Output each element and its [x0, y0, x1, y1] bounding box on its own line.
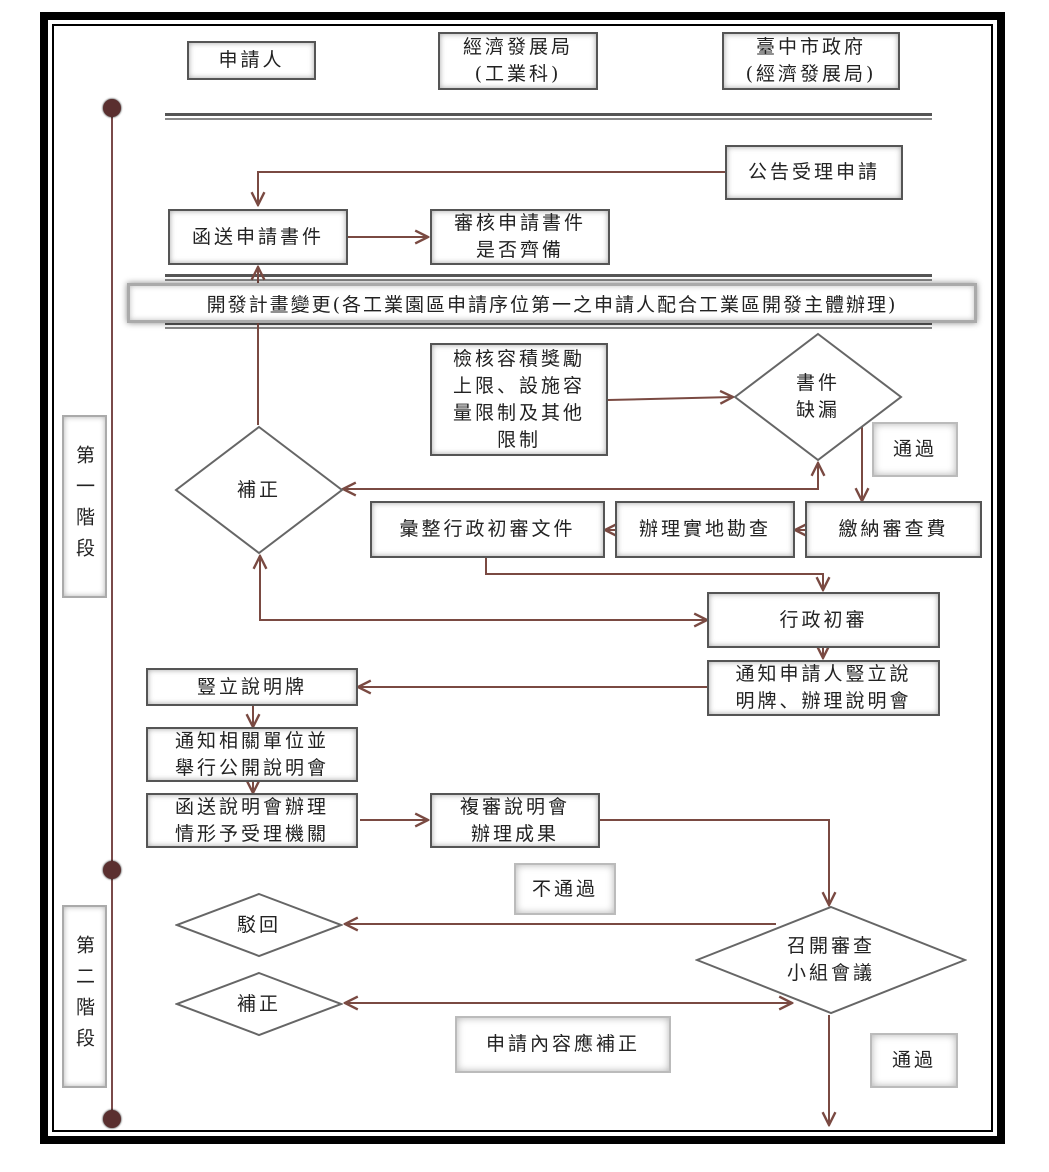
arrow-correct-to-admin	[259, 560, 707, 620]
diamond-committee: 召開審查 小組會議	[695, 905, 967, 1015]
box-pass-2-label: 通過	[891, 1049, 936, 1071]
box-review-docs-label: 審核申請書件 是否齊備	[453, 212, 586, 261]
box-erect-sign: 豎立說明牌	[146, 668, 358, 706]
box-review-meeting: 複審說明會 辦理成果	[430, 793, 600, 848]
diamond-reject: 駁回	[175, 892, 343, 958]
header-bureau-label: 經濟發展局 (工業科)	[462, 36, 573, 85]
box-compile-docs: 彙整行政初審文件	[370, 501, 605, 558]
box-notify-applicant-label: 通知申請人豎立說 明牌、辦理說明會	[735, 663, 912, 712]
divider-banner-top-1	[165, 274, 932, 277]
divider-banner-bottom-2	[165, 327, 932, 329]
box-pass-1: 通過	[872, 422, 958, 477]
banner-plan-change: 開發計畫變更(各工業園區申請序位第一之申請人配合工業區開發主體辦理)	[127, 283, 977, 323]
header-bureau: 經濟發展局 (工業科)	[438, 32, 598, 90]
box-pay-fee: 繳納審查費	[805, 501, 982, 558]
timeline-dot-end	[103, 1110, 121, 1128]
timeline-dot-start	[103, 99, 121, 117]
frame-border-line	[52, 24, 993, 1132]
box-pass-2: 通過	[870, 1033, 958, 1088]
box-notify-units: 通知相關單位並 舉行公開說明會	[146, 727, 358, 782]
stage-2-text: 第二階段	[73, 934, 95, 1059]
box-fail-label: 不通過	[531, 877, 598, 900]
divider-banner-top-2	[165, 279, 932, 281]
divider-top-2	[165, 118, 932, 120]
arrow-missing-to-correct	[343, 463, 819, 489]
stage-1-text: 第一階段	[73, 444, 95, 569]
box-should-correct-label: 申請內容應補正	[485, 1033, 640, 1055]
box-admin-review: 行政初審	[707, 592, 940, 648]
divider-banner-bottom-1	[165, 322, 932, 325]
box-fail: 不通過	[514, 863, 616, 915]
box-announce: 公告受理申請	[725, 145, 903, 200]
header-city: 臺中市政府 (經濟發展局)	[722, 32, 900, 90]
diamond-committee-label: 召開審查 小組會議	[786, 935, 875, 984]
box-admin-review-label: 行政初審	[779, 608, 868, 631]
box-review-docs: 審核申請書件 是否齊備	[430, 209, 610, 265]
diamond-correct-2-label: 補正	[236, 992, 281, 1015]
box-send-meeting-label: 函送說明會辦理 情形予受理機關	[174, 795, 329, 845]
header-city-label: 臺中市政府 (經濟發展局)	[745, 36, 877, 85]
diamond-correct-1: 補正	[174, 425, 344, 555]
header-applicant-label: 申請人	[218, 49, 285, 71]
box-erect-sign-label: 豎立說明牌	[196, 675, 307, 698]
header-applicant: 申請人	[187, 41, 316, 80]
box-should-correct: 申請內容應補正	[455, 1016, 671, 1073]
arrow-review-to-committee	[600, 819, 829, 905]
box-announce-label: 公告受理申請	[747, 161, 880, 183]
box-pass-1-label: 通過	[892, 438, 937, 460]
diamond-missing-docs-label: 書件 缺漏	[795, 372, 840, 421]
box-submit-docs: 函送申請書件	[168, 209, 348, 265]
diamond-correct-1-label: 補正	[236, 478, 281, 501]
arrow-check-to-missing	[607, 397, 733, 400]
arrow-announce-to-submit	[258, 171, 725, 205]
box-check-limits-label: 檢核容積獎勵 上限、設施容 量限制及其他 限制	[452, 347, 585, 451]
box-site-survey: 辦理實地勘查	[615, 501, 795, 558]
box-notify-applicant: 通知申請人豎立說 明牌、辦理說明會	[707, 660, 940, 716]
box-review-meeting-label: 複審說明會 辦理成果	[459, 795, 570, 845]
box-pay-fee-label: 繳納審查費	[838, 518, 949, 540]
box-check-limits: 檢核容積獎勵 上限、設施容 量限制及其他 限制	[430, 343, 608, 456]
timeline-dot-mid	[103, 861, 121, 879]
banner-text: 開發計畫變更(各工業園區申請序位第一之申請人配合工業區開發主體辦理)	[206, 293, 898, 316]
stage-2-label: 第二階段	[62, 905, 107, 1088]
box-site-survey-label: 辦理實地勘查	[638, 518, 771, 540]
diamond-reject-label: 駁回	[236, 913, 281, 936]
box-send-meeting: 函送說明會辦理 情形予受理機關	[146, 793, 358, 848]
arrow-admin-to-correct	[260, 556, 707, 621]
box-compile-docs-label: 彙整行政初審文件	[399, 518, 576, 540]
timeline-line	[111, 108, 113, 1120]
divider-top-1	[165, 113, 932, 116]
box-submit-docs-label: 函送申請書件	[191, 225, 324, 248]
arrow-compile-to-admin	[485, 558, 823, 590]
stage-1-label: 第一階段	[62, 415, 107, 598]
box-notify-units-label: 通知相關單位並 舉行公開說明會	[174, 729, 329, 779]
arrow-correct-to-missing	[343, 463, 818, 490]
diamond-missing-docs: 書件 缺漏	[733, 332, 903, 462]
diamond-correct-2: 補正	[175, 971, 343, 1037]
